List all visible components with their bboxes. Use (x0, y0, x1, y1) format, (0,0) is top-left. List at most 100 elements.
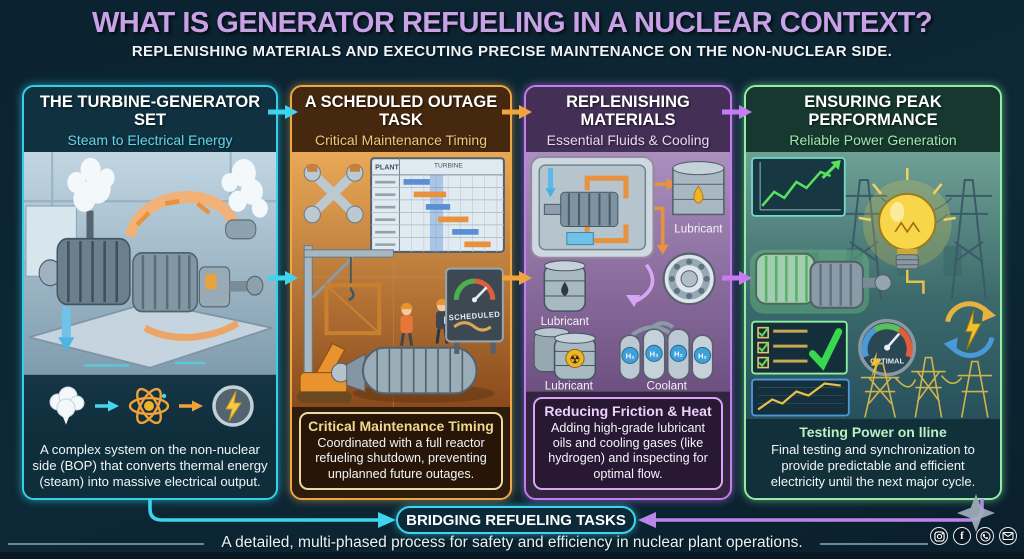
panel-replenishing-materials: REPLENISHING MATERIALS Essential Fluids … (524, 85, 732, 500)
flow-arrow-cyan-icon (95, 400, 119, 412)
outage-work-illustration: PLANT TURBINE (292, 151, 510, 407)
panel1-title: THE TURBINE-GENERATOR SET (39, 93, 261, 130)
panel3-caption-title: Reducing Friction & Heat (544, 402, 712, 419)
platform (28, 301, 273, 369)
panel4-header: ENSURING PEAK PERFORMANCE Reliable Power… (746, 87, 1000, 152)
panel2-caption: Critical Maintenance Timing Coordinated … (292, 406, 510, 498)
page-title: WHAT IS GENERATOR REFUELING IN A NUCLEAR… (91, 7, 933, 39)
h2-label: H₂ (698, 351, 707, 360)
big-check-icon (808, 328, 843, 371)
panel4-caption-text: Final testing and synchronization to pro… (770, 442, 976, 490)
panel1-caption-text: A complex system on the non-nuclear side… (32, 441, 268, 489)
hydrogen-cylinders-icon: H₂ H₂ H₂ H₂ (619, 321, 714, 381)
coolant-label: Coolant (647, 380, 688, 392)
panel2-caption-title: Critical Maintenance Timing (308, 417, 494, 434)
panel4-caption-title: Testing Power on lline (799, 424, 947, 441)
output-chart-icon (751, 378, 850, 417)
panel3-subtitle: Essential Fluids & Cooling (546, 131, 710, 148)
exciter-unit (198, 266, 264, 308)
footer-divider-right (820, 543, 928, 545)
arrow-panel3-to-panel4-bottom-icon (722, 271, 752, 285)
steam-cloud-left (67, 157, 115, 212)
panel2-caption-text: Coordinated with a full reactor refuelin… (315, 435, 487, 481)
bottom-strip (0, 552, 1024, 559)
turbine-unit (38, 237, 131, 306)
turbine-rotor-icon (331, 346, 495, 403)
footer-divider-left (8, 543, 204, 545)
panel3-title: REPLENISHING MATERIALS (566, 93, 690, 130)
radioactive-barrels-icon: ☢ (533, 327, 597, 381)
email-icon[interactable] (999, 527, 1017, 545)
steam-pipe (124, 190, 240, 239)
peak-performance-illustration: OPTIMAL (746, 151, 1000, 420)
arrow-panel2-to-panel3-top-icon (502, 105, 532, 119)
arrow-panel3-to-panel4-top-icon (722, 105, 752, 119)
panel1-subtitle: Steam to Electrical Energy (67, 131, 233, 148)
bridge-label: BRIDGING REFUELING TASKS (406, 511, 626, 529)
scheduled-gauge-sign: SCHEDULED (445, 267, 504, 354)
whatsapp-icon[interactable] (976, 527, 994, 545)
panel-ensuring-peak-performance: ENSURING PEAK PERFORMANCE Reliable Power… (744, 85, 1002, 500)
optimal-gauge-icon: OPTIMAL (858, 318, 917, 377)
facebook-icon[interactable]: f (953, 527, 971, 545)
gold-tower-icon (860, 356, 992, 418)
panel1-caption: A complex system on the non-nuclear side… (24, 436, 276, 498)
flow-arrow-purple (635, 263, 655, 303)
worker-icon (400, 302, 414, 346)
crane-icon (303, 245, 394, 374)
panel-turbine-generator-set: THE TURBINE-GENERATOR SET Steam to Elect… (22, 85, 278, 500)
oil-drum-icon (672, 160, 725, 216)
radiation-icon: ☢ (569, 352, 580, 366)
lubricant-label-mid: Lubricant (541, 315, 590, 328)
panel2-subtitle: Critical Maintenance Timing (315, 131, 487, 148)
light-bulb-icon (858, 167, 956, 294)
connector-purple (656, 499, 984, 522)
transmission-tower-icon (840, 178, 888, 300)
lubrication-schematic (530, 155, 655, 259)
arrow-panel2-to-panel3-bottom-icon (502, 271, 532, 285)
sparkle-logo-icon (957, 494, 995, 532)
panel2-title: A SCHEDULED OUTAGE TASK (304, 93, 498, 130)
fluids-cooling-illustration: Lubricant (526, 151, 730, 392)
steam-cloud-icon (49, 386, 85, 425)
arrow-panel1-to-panel2-top-icon (268, 105, 298, 119)
panel3-caption-text: Adding high-grade lubricant oils and coo… (548, 420, 708, 481)
arrow-panel1-to-panel2-bottom-icon (268, 271, 298, 285)
energy-flow-icons (24, 374, 276, 437)
instagram-icon[interactable] (930, 527, 948, 545)
panel4-title: ENSURING PEAK PERFORMANCE (804, 93, 942, 130)
social-icons: f (930, 527, 1017, 545)
panel4-caption: Testing Power on lline Final testing and… (746, 419, 1000, 498)
footer-text: A detailed, multi-phased process for saf… (221, 534, 803, 551)
h2-label: H₂ (674, 349, 683, 358)
lubricant-barrel-icon (543, 260, 586, 312)
panel-scheduled-outage-task: A SCHEDULED OUTAGE TASK Critical Mainten… (290, 85, 512, 500)
gantt-col-turbine: TURBINE (434, 162, 463, 169)
bearing-icon (654, 206, 716, 305)
scheduled-sign-label: SCHEDULED (448, 310, 500, 323)
flow-arrow-orange-icon (179, 400, 203, 412)
checklist-icon (751, 320, 848, 375)
optimal-label: OPTIMAL (870, 357, 904, 366)
header: WHAT IS GENERATOR REFUELING IN A NUCLEAR… (0, 7, 1024, 60)
panel1-header: THE TURBINE-GENERATOR SET Steam to Elect… (24, 87, 276, 152)
gantt-col-plant: PLANT (375, 163, 399, 172)
transmission-tower-icon (945, 178, 992, 300)
generator-glow-icon (750, 249, 892, 314)
panels-row: THE TURBINE-GENERATOR SET Steam to Elect… (22, 85, 1002, 500)
electricity-icon (212, 384, 254, 427)
panel4-subtitle: Reliable Power Generation (789, 131, 957, 148)
lubricant-label-bottom: Lubricant (545, 380, 594, 392)
h2-label: H₂ (626, 351, 635, 360)
turbine-generator-illustration (24, 151, 276, 375)
panel2-header: A SCHEDULED OUTAGE TASK Critical Mainten… (292, 87, 510, 152)
panel3-caption: Reducing Friction & Heat Adding high-gra… (526, 391, 730, 498)
h2-label: H₂ (650, 349, 659, 358)
connector-cyan (148, 499, 378, 522)
page-subtitle: REPLENISHING MATERIALS AND EXECUTING PRE… (131, 43, 893, 60)
lubricant-label-top: Lubricant (674, 223, 723, 236)
crossed-wrenches-icon (303, 163, 364, 224)
panel3-header: REPLENISHING MATERIALS Essential Fluids … (526, 87, 730, 152)
generator-unit (132, 251, 199, 313)
